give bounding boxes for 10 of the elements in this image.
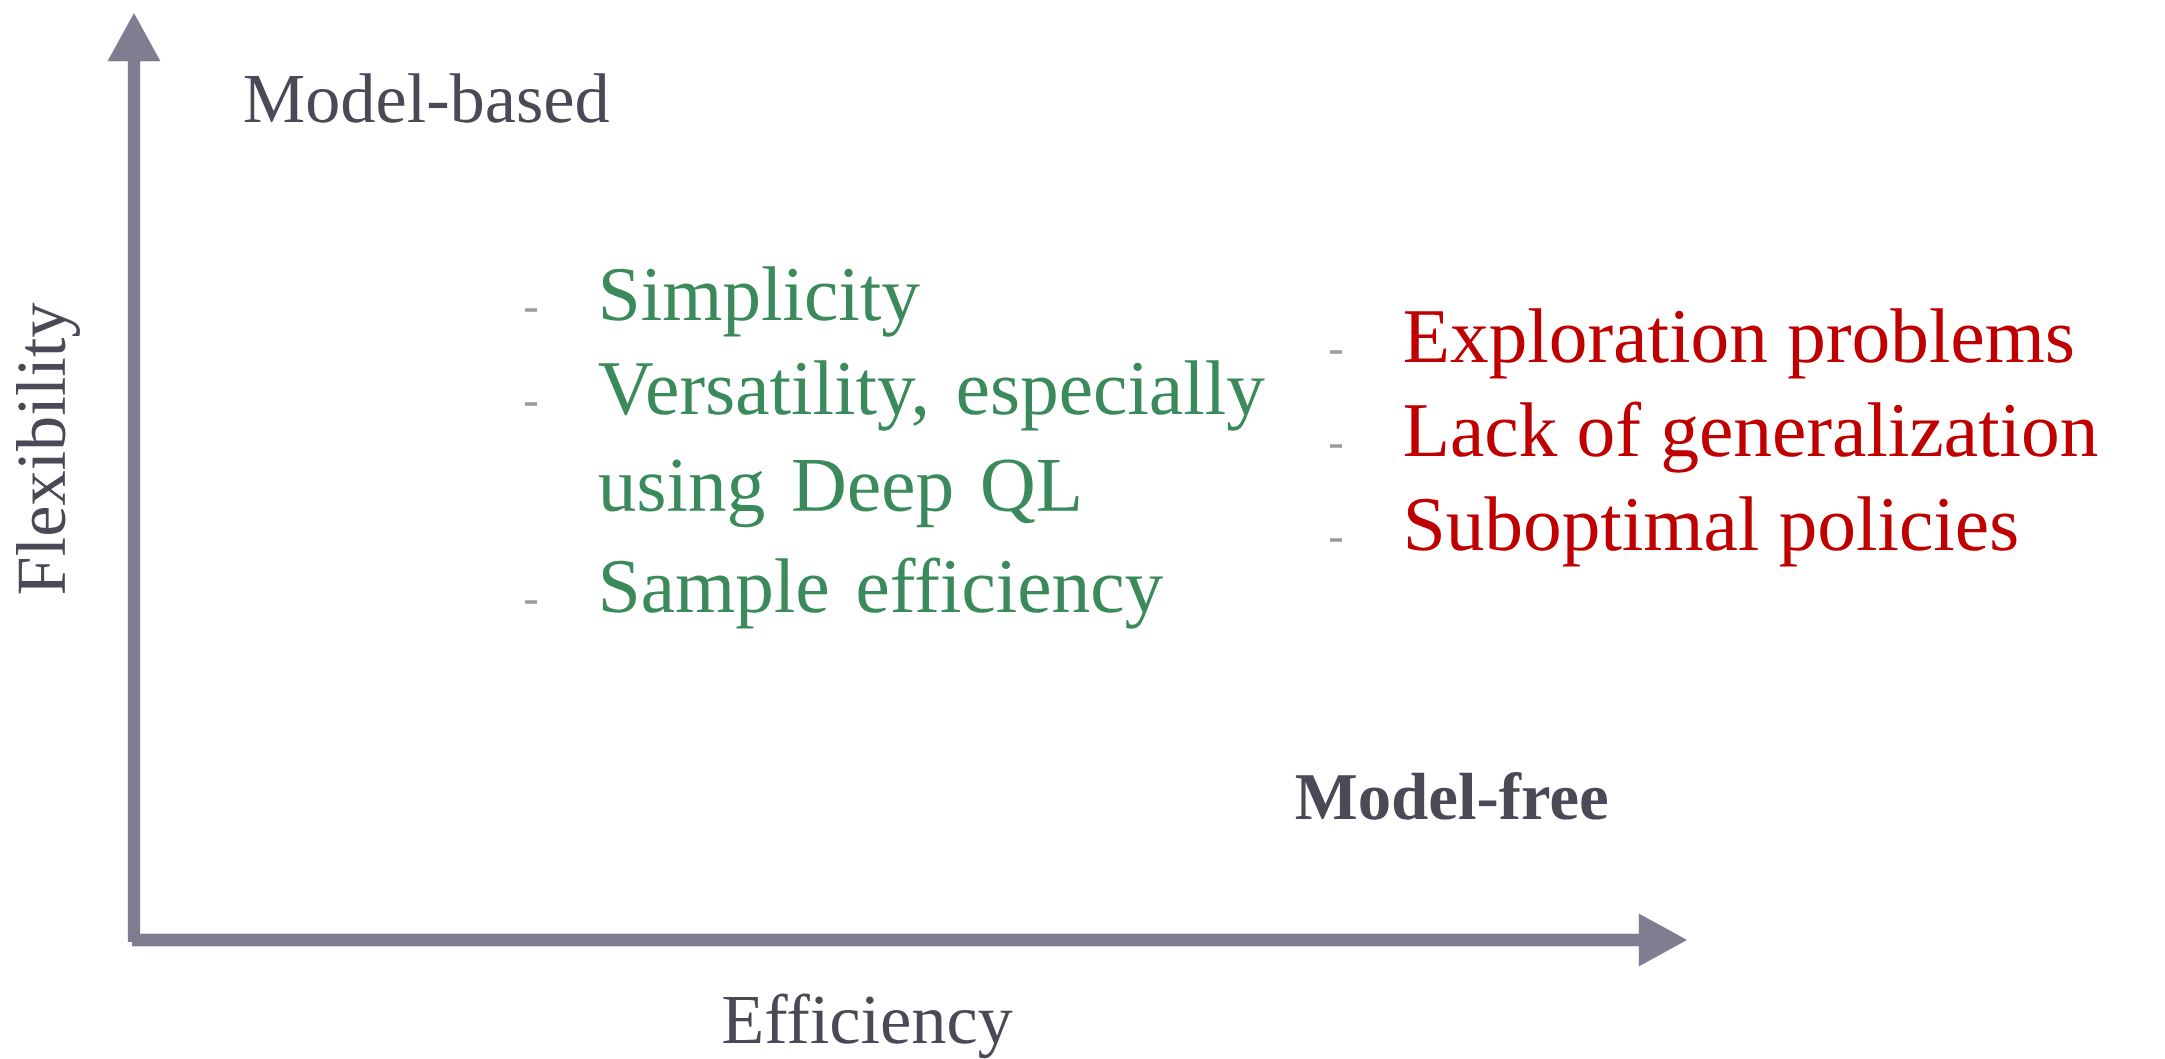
axis-label: Model-based xyxy=(244,73,609,123)
list-item: Simplicity xyxy=(602,266,920,337)
list-item: Exploration problems xyxy=(1404,308,2073,379)
axis-label: Model-free xyxy=(1295,772,1607,820)
list-item: Sample efficiency xyxy=(602,557,1163,629)
list-item: Lack of generalization xyxy=(1404,401,2098,473)
axis-label: Efficiency xyxy=(723,993,1013,1059)
axis-label: Flexibility xyxy=(16,302,80,594)
list-item: Versatility, especially using Deep QL xyxy=(598,360,1265,528)
list-item: Suboptimal policies xyxy=(1407,496,2017,567)
